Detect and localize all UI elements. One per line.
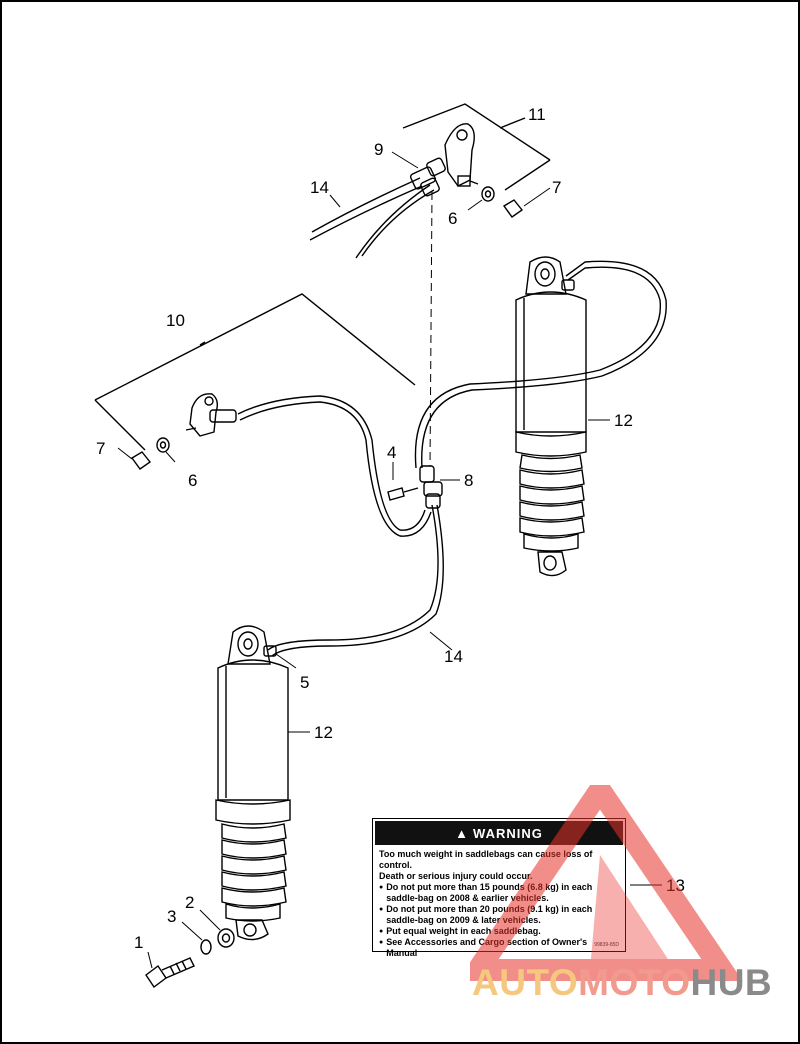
warning-bullet: Do not put more than 15 pounds (6.8 kg) … [379,882,619,904]
callout-3: 3 [167,907,176,926]
warning-line-1: Too much weight in saddlebags can cause … [379,849,593,870]
warning-body: Too much weight in saddlebags can cause … [373,847,625,961]
warning-header-text: WARNING [473,825,543,841]
warning-header: ▲ WARNING [375,821,623,845]
warning-bullet: Put equal weight in each saddlebag. [379,926,619,937]
warning-bullet: See Accessories and Cargo section of Own… [379,937,619,959]
callout-14-upper: 14 [310,178,329,197]
callout-12-left: 12 [314,723,333,742]
callout-1: 1 [134,933,143,952]
callout-6-upper: 6 [448,209,457,228]
warning-label: ▲ WARNING Too much weight in saddlebags … [372,818,626,958]
callout-7-lower: 7 [96,439,105,458]
tee-fitting-8 [419,465,443,509]
leader-lines [117,151,662,969]
callout-numbers: 1 2 3 4 5 6 6 7 7 8 9 10 11 12 12 13 14 … [96,105,685,952]
bracket-group-10 [94,293,416,451]
callout-9: 9 [374,140,383,159]
warning-triangle-icon: ▲ [455,825,470,841]
shock-absorber-left [215,625,291,941]
callout-10: 10 [166,311,185,330]
mount-plate-10 [185,393,237,437]
cap-7-lower [130,451,152,470]
warning-part-code: 99839-85D [594,942,619,948]
fitting-9 [409,157,446,197]
callout-11: 11 [528,105,546,124]
callout-5: 5 [300,673,309,692]
cap-7-upper [502,199,524,218]
washer-2 [217,928,235,948]
mount-plate-11 [444,123,479,187]
callout-4: 4 [387,443,396,462]
washer-6-upper [481,186,495,202]
callout-8: 8 [464,471,473,490]
callout-6-lower: 6 [188,471,197,490]
washer-6-lower [156,437,170,453]
bolt-1 [145,957,195,989]
air-line-lower [237,260,667,657]
warning-bullet: Do not put more than 20 pounds (9.1 kg) … [379,904,619,926]
watermark-text: AUTOMOTOHUB [472,962,773,1003]
callout-2: 2 [185,893,194,912]
bracket-group-11 [402,103,551,191]
callout-14-lower: 14 [444,647,463,666]
callout-12-right: 12 [614,411,633,430]
callout-13: 13 [666,876,685,895]
callout-7-upper: 7 [552,178,561,197]
screw-4 [387,487,419,501]
lock-washer-3 [200,939,212,955]
shock-absorber-right [515,256,587,577]
warning-line-2: Death or serious injury could occur. [379,871,533,881]
alignment-line [429,191,433,467]
